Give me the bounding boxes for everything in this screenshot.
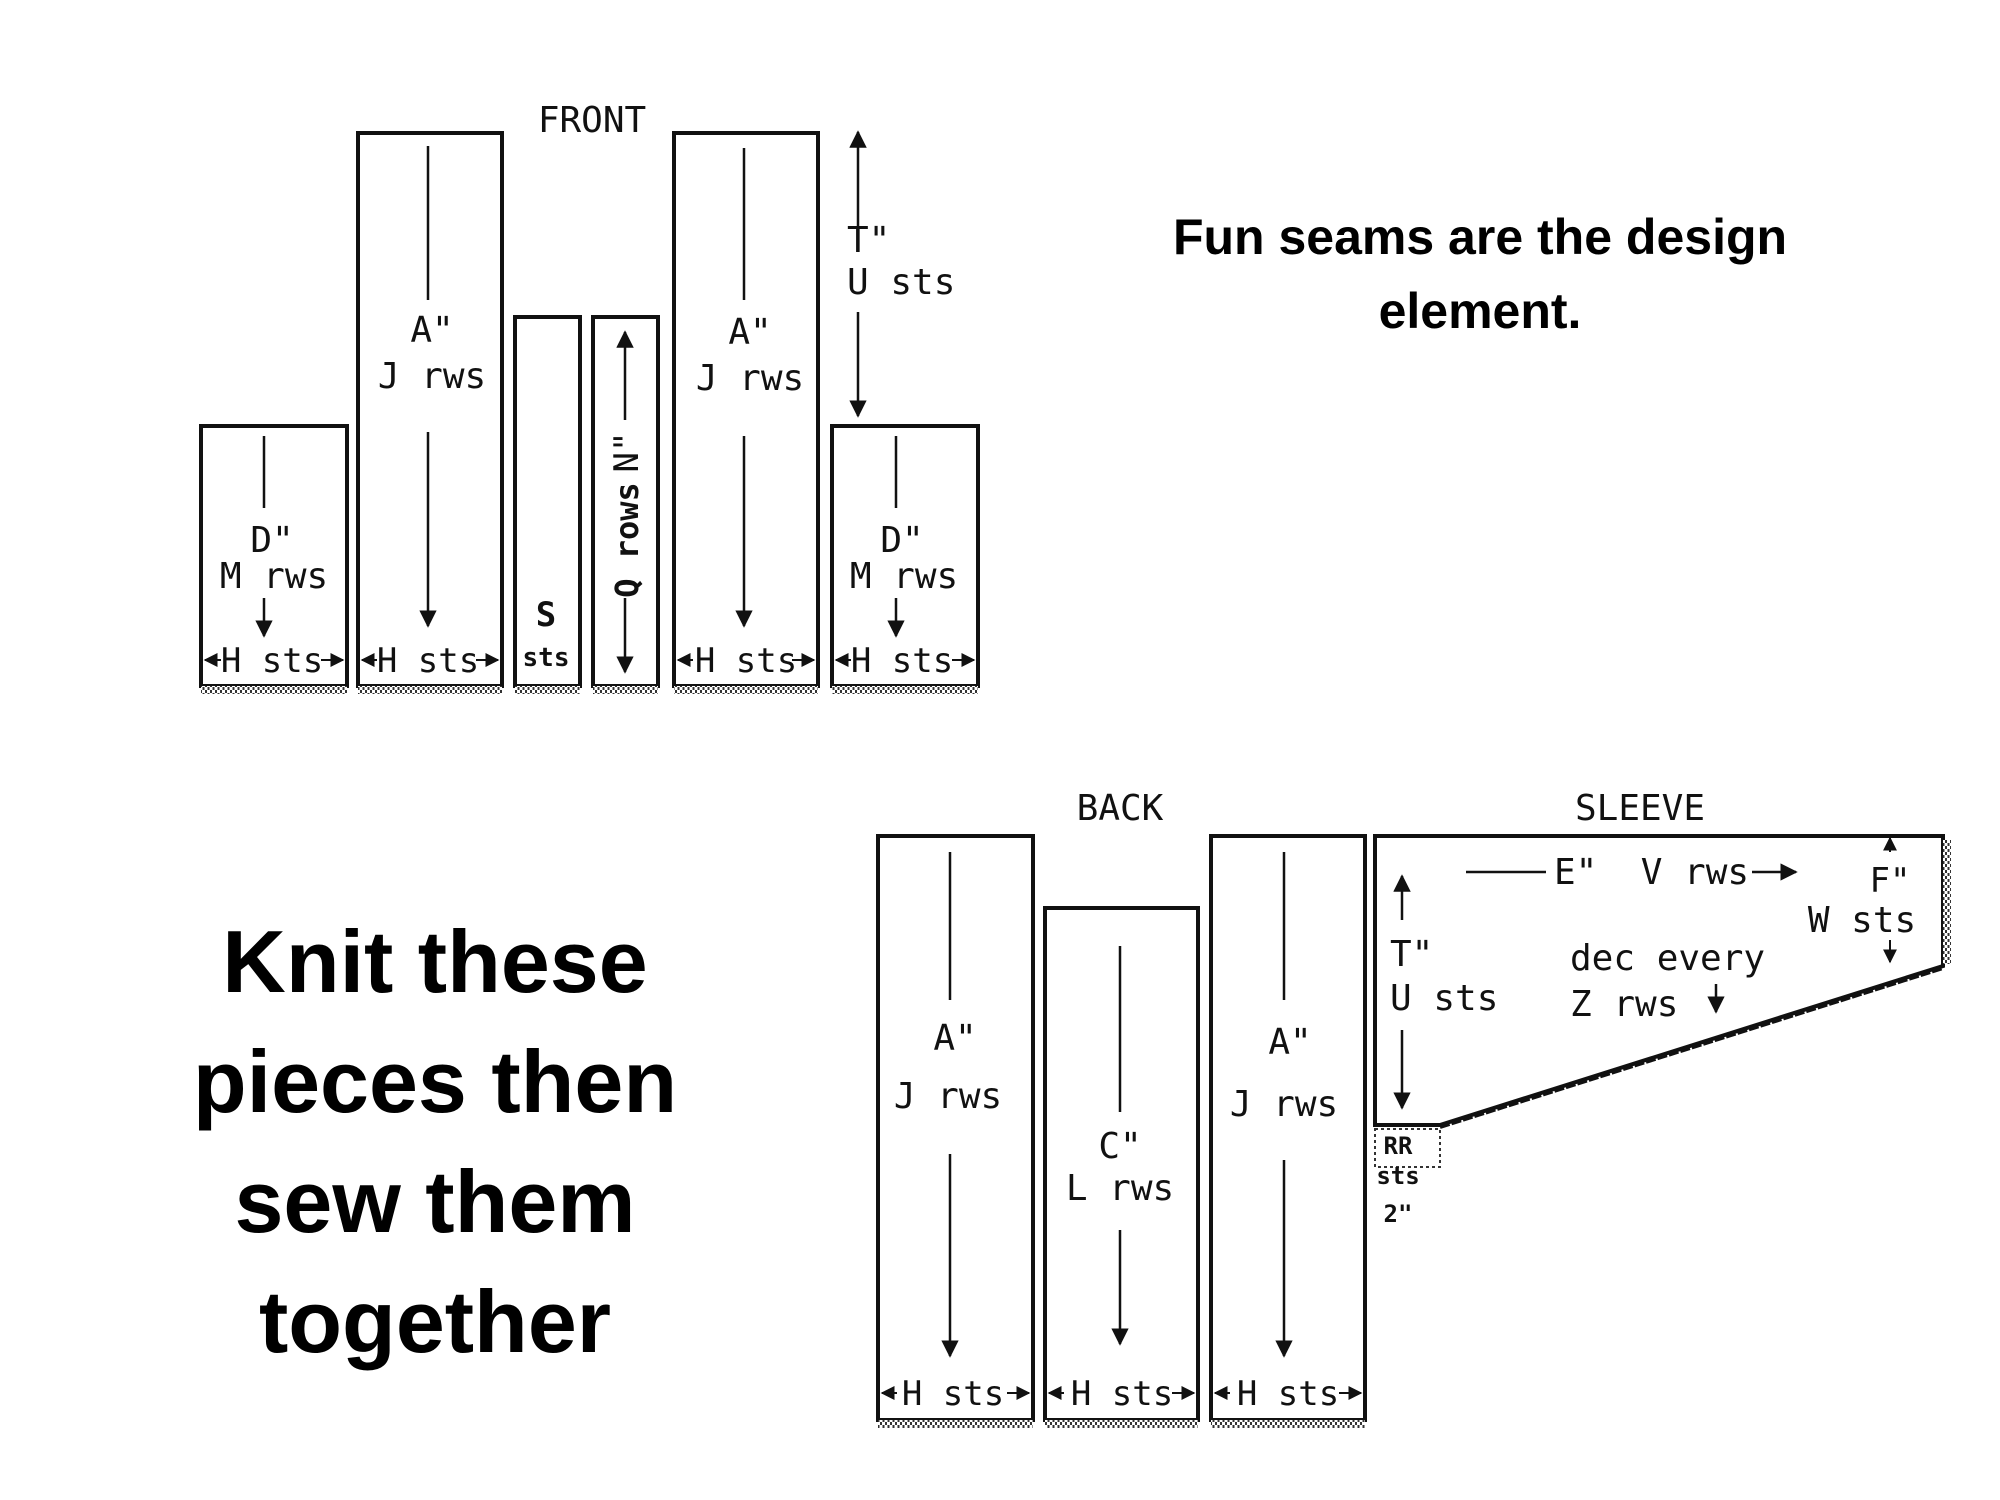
back-schematic: BACK A" J rws H sts C" L rws H sts — [876, 788, 1367, 1428]
sleeve-dec-line2: Z rws — [1570, 984, 1678, 1025]
front-d-right-rows: M rws — [850, 556, 958, 597]
caption-left-line-2: pieces then — [192, 1032, 678, 1131]
back-a-left-sts: H sts — [902, 1374, 1004, 1414]
caption-left-line-1: Knit these — [222, 912, 648, 1011]
front-d-right-sts: H sts — [851, 641, 953, 681]
back-a-left-rows: J rws — [894, 1076, 1002, 1117]
front-a-left-size: A" — [410, 310, 453, 351]
sleeve-title: SLEEVE — [1575, 788, 1705, 829]
back-c-rows: L rws — [1066, 1168, 1174, 1209]
back-panel-c: C" L rws H sts — [1043, 906, 1200, 1428]
front-panel-n: N" Q rows — [591, 315, 660, 694]
front-d-right-size: D" — [880, 520, 923, 561]
front-a-left-rows: J rws — [378, 356, 486, 397]
sleeve-rr-line1: RR — [1384, 1132, 1413, 1160]
front-d-left-size: D" — [250, 520, 293, 561]
back-a-right-rows: J rws — [1230, 1084, 1338, 1125]
front-panel-a-right: A" J rws H sts — [672, 131, 820, 694]
front-panel-a-left: A" J rws H sts — [356, 131, 504, 694]
sleeve-top-sts: U sts — [1390, 978, 1498, 1019]
sleeve-top-size: T" — [1390, 934, 1433, 975]
front-panel-s: S sts — [513, 315, 582, 694]
caption-top-right: Fun seams are the design element. — [1172, 209, 1788, 339]
front-s-unit: sts — [523, 643, 570, 673]
front-panel-d-left: D" M rws H sts — [199, 424, 349, 694]
front-n-size: N" — [607, 432, 647, 473]
front-t-sts: U sts — [847, 262, 955, 303]
back-panel-a-left: A" J rws H sts — [876, 834, 1035, 1428]
front-a-right-rows: J rws — [696, 358, 804, 399]
back-a-left-size: A" — [933, 1018, 976, 1059]
front-a-left-sts: H sts — [377, 641, 479, 681]
sleeve-rr-line2: sts — [1376, 1162, 1419, 1190]
sleeve-cuff-sts: W sts — [1808, 900, 1916, 941]
front-title: FRONT — [538, 100, 646, 141]
caption-left-line-3: sew them — [234, 1152, 636, 1251]
front-t-measure: T" U sts — [847, 130, 955, 418]
front-schematic: FRONT D" M rws H sts A" J rws H sts — [199, 100, 980, 694]
caption-left: Knit these pieces then sew them together — [130, 902, 740, 1382]
back-title: BACK — [1077, 788, 1164, 829]
sleeve-length: E" V rws — [1554, 852, 1749, 893]
caption-left-line-4: together — [259, 1272, 611, 1371]
front-panel-d-right: D" M rws H sts — [830, 424, 980, 694]
back-panel-a-right: A" J rws H sts — [1209, 834, 1367, 1428]
sleeve-schematic: SLEEVE E" V rws F" W sts T" U sts dec ev… — [1373, 788, 1951, 1228]
back-c-size: C" — [1098, 1126, 1141, 1167]
sleeve-rr-line3: 2" — [1384, 1200, 1413, 1228]
back-a-right-sts: H sts — [1237, 1374, 1339, 1414]
sleeve-cuff-size: F" — [1870, 861, 1911, 901]
front-s-count: S — [536, 595, 556, 635]
front-n-rows: Q rows — [608, 482, 646, 598]
front-a-right-size: A" — [728, 312, 771, 353]
sleeve-dec-line1: dec every — [1570, 938, 1765, 979]
front-a-right-sts: H sts — [695, 641, 797, 681]
front-d-left-sts: H sts — [221, 641, 323, 681]
back-a-right-size: A" — [1268, 1022, 1311, 1063]
front-d-left-rows: M rws — [220, 556, 328, 597]
back-c-sts: H sts — [1071, 1374, 1173, 1414]
front-t-size: T" — [847, 220, 890, 261]
